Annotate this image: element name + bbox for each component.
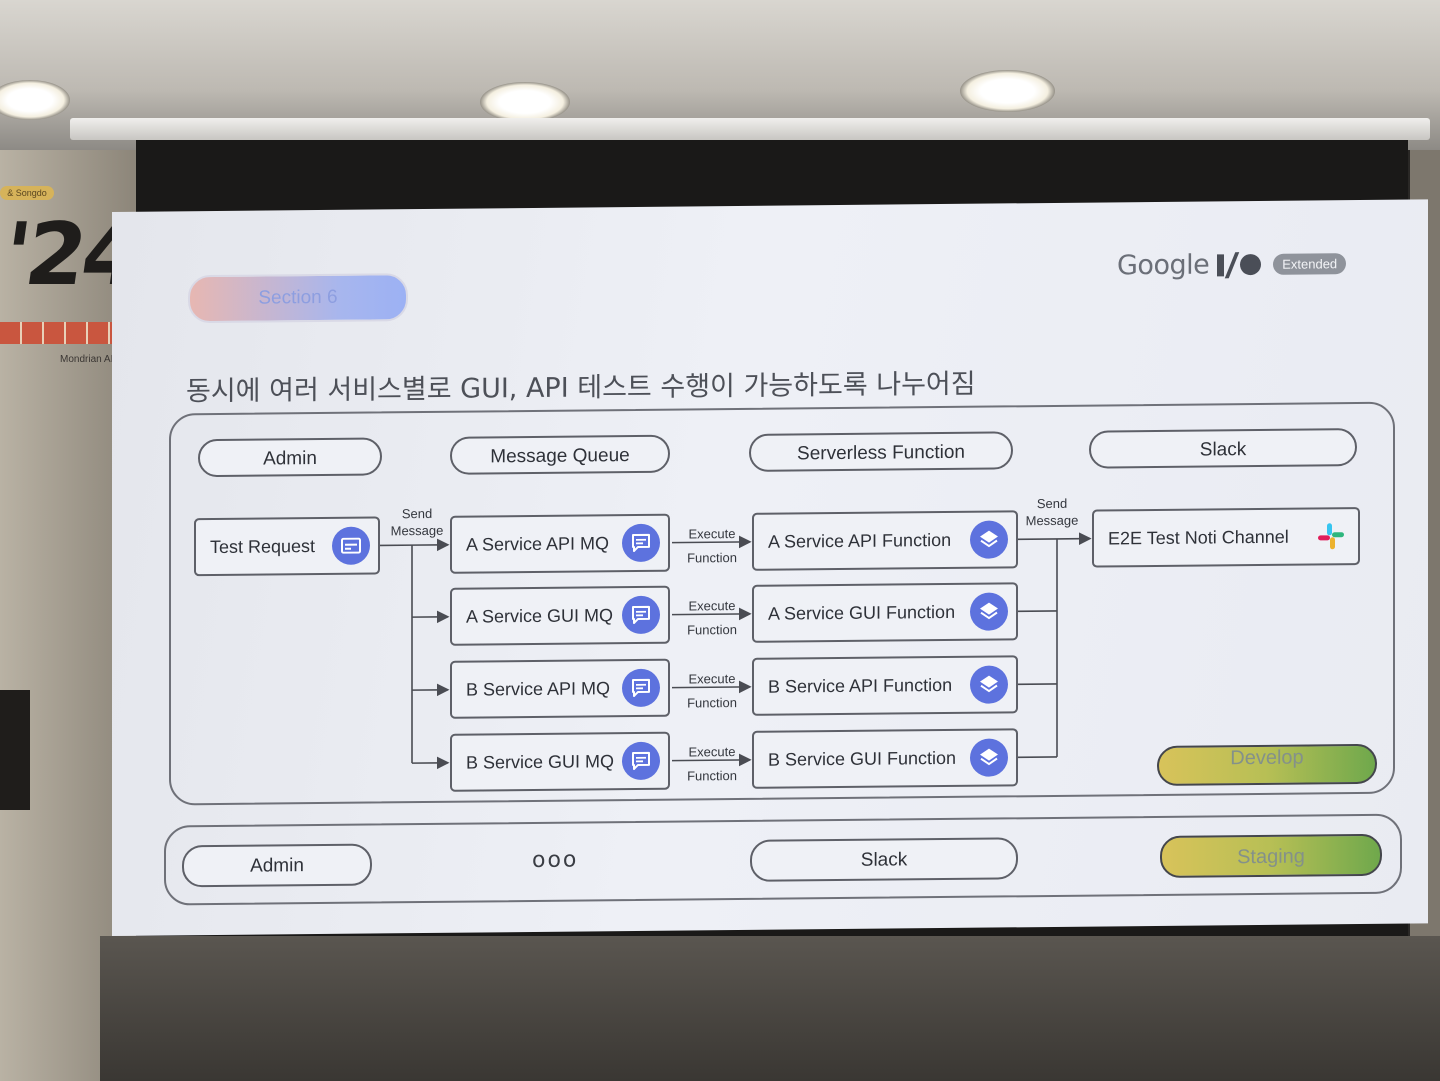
slide: Section 6 Google Extended 동시에 여러 서비스별로 G… xyxy=(112,199,1428,936)
chat-message-icon xyxy=(622,741,660,781)
connector-lines xyxy=(380,532,1092,770)
node-label: B Service GUI MQ xyxy=(466,750,615,773)
banner-stripe xyxy=(0,322,132,344)
ceiling-light xyxy=(960,70,1055,112)
layers-diamond-icon xyxy=(970,738,1008,777)
staging-admin-pill: Admin xyxy=(182,843,372,888)
node-label: B Service API MQ xyxy=(466,677,611,700)
mq-node: A Service API MQ xyxy=(450,513,670,574)
chat-message-icon xyxy=(622,595,660,635)
banner-sponsor: Mondrian AI xyxy=(60,354,114,365)
layers-diamond-icon xyxy=(970,520,1008,559)
ceiling-light xyxy=(480,82,570,122)
projector-screen-housing xyxy=(70,118,1430,140)
ceiling-light xyxy=(0,80,70,120)
chat-message-icon xyxy=(622,668,660,708)
test-request-node: Test Request xyxy=(194,516,380,577)
node-label: A Service GUI MQ xyxy=(466,604,614,627)
env-badge-develop: Develop xyxy=(1157,743,1377,786)
node-label: B Service GUI Function xyxy=(768,747,957,770)
layers-diamond-icon xyxy=(970,665,1008,704)
function-node: B Service GUI Function xyxy=(752,728,1018,789)
node-label: A Service GUI Function xyxy=(768,601,956,624)
layers-diamond-icon xyxy=(970,592,1008,631)
mq-node: B Service GUI MQ xyxy=(450,731,670,792)
mq-node: B Service API MQ xyxy=(450,658,670,719)
banner-glyph xyxy=(0,690,30,810)
banner-tag: & Songdo xyxy=(0,186,54,200)
slack-channel-node: E2E Test Noti Channel xyxy=(1092,507,1360,568)
staging-slack-pill: Slack xyxy=(750,837,1018,882)
slack-logo-icon xyxy=(1312,517,1350,555)
env-badge-staging: Staging xyxy=(1160,833,1382,878)
function-node: B Service API Function xyxy=(752,655,1018,716)
node-label: B Service API Function xyxy=(768,674,953,697)
ellipsis-indicator: ooo xyxy=(532,847,579,873)
mq-node: A Service GUI MQ xyxy=(450,585,670,646)
function-node: A Service API Function xyxy=(752,510,1018,571)
node-label: A Service API MQ xyxy=(466,532,610,555)
web-window-icon xyxy=(332,526,370,565)
room-lower xyxy=(100,936,1440,1081)
node-label: E2E Test Noti Channel xyxy=(1108,526,1289,548)
function-node: A Service GUI Function xyxy=(752,582,1018,643)
node-label: A Service API Function xyxy=(768,529,952,552)
chat-message-icon xyxy=(622,523,660,563)
node-label: Test Request xyxy=(210,535,316,557)
